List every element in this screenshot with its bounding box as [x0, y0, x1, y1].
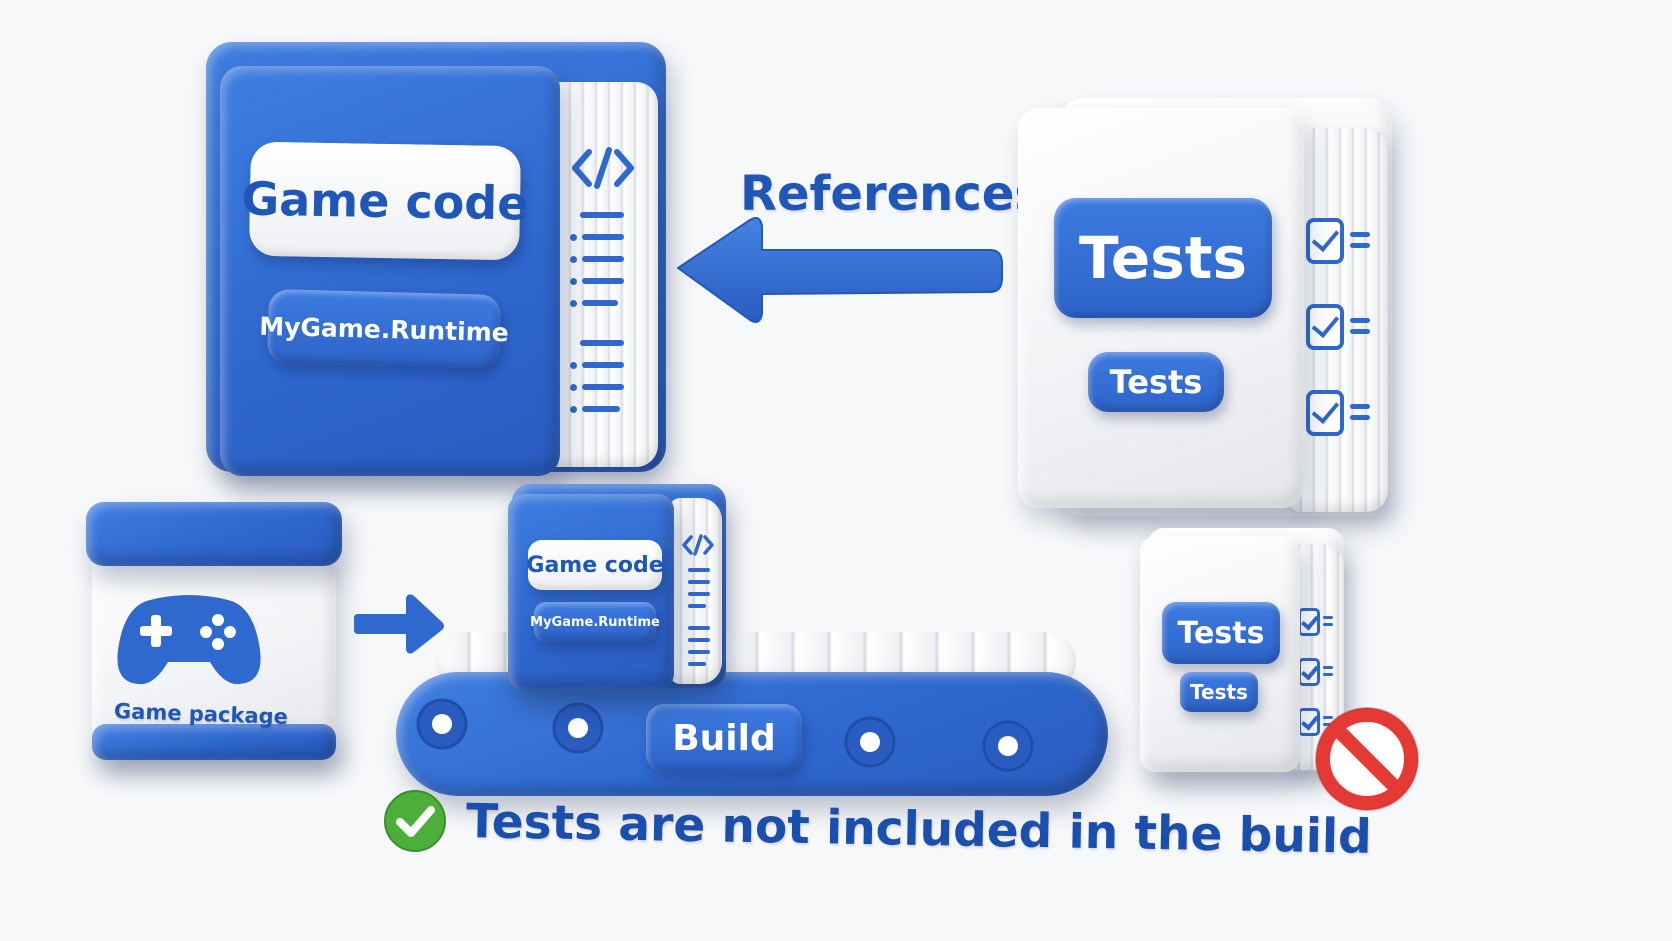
game-code-subtitle: MyGame.Runtime — [259, 288, 509, 370]
green-check-icon — [382, 788, 448, 854]
footer-message: Tests are not included in the build — [465, 794, 1373, 865]
small-book-subtitle: MyGame.Runtime — [530, 602, 660, 642]
tests-book-subtitle: Tests — [1088, 352, 1224, 412]
small-spine-lines-icon — [684, 568, 714, 678]
gamepad-icon — [114, 590, 264, 690]
small-book-front-cover — [508, 494, 674, 690]
tests-book-title: Tests — [1054, 198, 1272, 318]
conveyor-rollers — [396, 672, 1108, 796]
spine-lines-icon — [570, 212, 640, 432]
references-label: References — [740, 166, 1043, 222]
small-code-brackets-icon — [682, 534, 714, 556]
game-code-book: Game code MyGame.Runtime — [206, 42, 668, 476]
conveyor-game-code-book: Game code MyGame.Runtime — [508, 484, 730, 690]
game-package-base — [92, 724, 336, 760]
excluded-tests-title: Tests — [1162, 602, 1280, 664]
conveyor-belt: Build — [396, 628, 1108, 800]
code-brackets-icon — [571, 146, 635, 190]
excluded-tests-subtitle: Tests — [1180, 672, 1258, 712]
prohibited-icon — [1312, 704, 1422, 814]
package-arrow — [354, 592, 446, 656]
game-package: Game package — [86, 502, 342, 764]
small-book-title: Game code — [526, 540, 664, 590]
game-code-book-front-cover — [220, 66, 560, 476]
references-arrow — [672, 214, 1008, 326]
checklist-icon — [1306, 218, 1378, 468]
tests-book: Tests Tests — [1018, 98, 1398, 526]
game-code-title: Game code — [241, 141, 529, 261]
build-label: Build — [646, 704, 802, 772]
game-package-lid — [86, 502, 342, 566]
game-code-book-pages — [546, 82, 658, 467]
